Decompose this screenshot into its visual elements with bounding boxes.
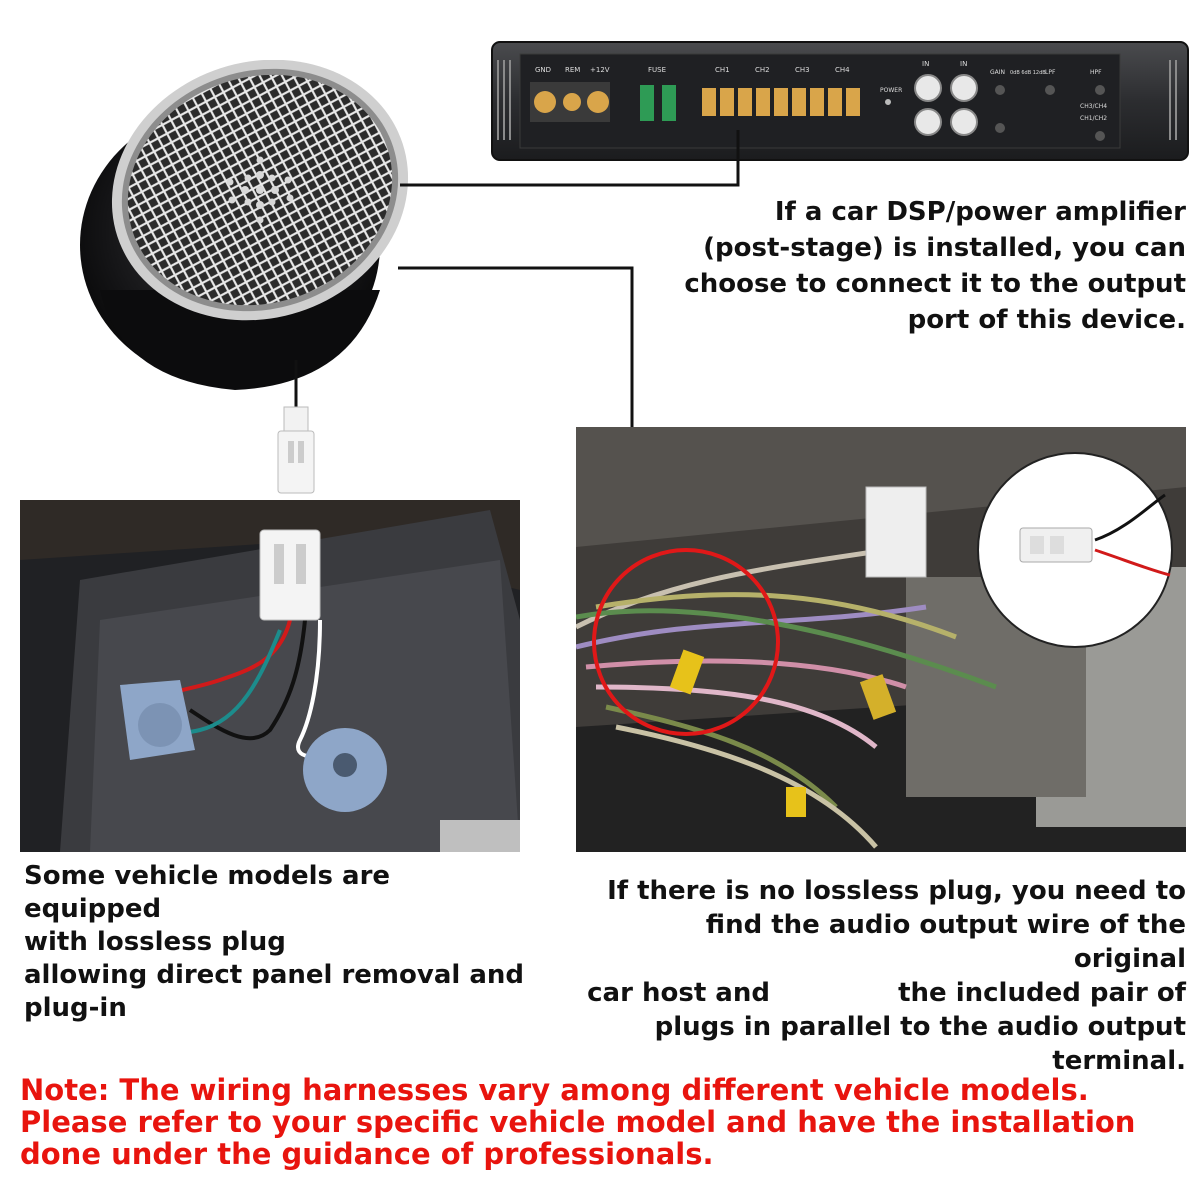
speaker-device-image <box>80 60 409 390</box>
amp-label-hpf: HPF <box>1090 69 1102 76</box>
caption-line: port of this device. <box>907 305 1186 335</box>
caption-line: with lossless plug <box>24 927 286 957</box>
amp-label-fuse: FUSE <box>648 66 666 74</box>
lossless-plug-photo <box>20 500 520 852</box>
amp-label-lpf: LPF <box>1045 69 1056 76</box>
amp-label-power: POWER <box>880 87 902 94</box>
caption-line: allowing direct panel removal and <box>24 960 525 990</box>
caption-line: Some vehicle models are equipped <box>24 861 391 924</box>
amp-label-ch3: CH3 <box>795 66 810 74</box>
amp-label-gnd: GND <box>535 66 551 74</box>
caption-line: terminal. <box>1052 1046 1186 1076</box>
lossless-plug-caption: Some vehicle models are equipped with lo… <box>24 860 524 1025</box>
amplifier-caption: If a car DSP/power amplifier (post-stage… <box>684 194 1186 338</box>
amp-label-12v: +12V <box>590 66 610 74</box>
amp-label-ch4: CH4 <box>835 66 850 74</box>
white-plug-icon <box>277 406 315 494</box>
inset-plug-detail <box>977 452 1173 648</box>
parallel-wiring-caption: If there is no lossless plug, you need t… <box>586 874 1186 1078</box>
caption-fragment: the included pair of <box>898 978 1186 1008</box>
amp-label-in-1: IN <box>922 60 929 68</box>
caption-line: plugs in parallel to the audio output <box>654 1012 1186 1042</box>
caption-line: car host and the included pair of <box>586 976 1186 1010</box>
amp-label-rem: REM <box>565 66 580 74</box>
amplifier-image: GND REM +12V FUSE CH1 CH2 CH3 CH4 POWER … <box>491 41 1189 161</box>
wiring-note: Note: The wiring harnesses vary among di… <box>20 1073 1136 1171</box>
amp-label-ch3ch4: CH3/CH4 <box>1080 103 1107 110</box>
amp-label-ch1ch2: CH1/CH2 <box>1080 115 1107 122</box>
amp-label-db: 0dB 6dB 12dB <box>1010 70 1046 76</box>
amp-label-in-2: IN <box>960 60 967 68</box>
caption-line: If a car DSP/power amplifier <box>774 197 1186 227</box>
caption-line: (post-stage) is installed, you can <box>703 233 1186 263</box>
amp-label-gain: GAIN <box>990 69 1005 76</box>
amp-label-ch1: CH1 <box>715 66 730 74</box>
caption-fragment: car host and <box>587 978 770 1008</box>
caption-line: If there is no lossless plug, you need t… <box>607 876 1186 906</box>
caption-line: plug-in <box>24 993 127 1023</box>
caption-line: choose to connect it to the output <box>684 269 1186 299</box>
caption-line: find the audio output wire of the origin… <box>705 910 1186 974</box>
amp-label-ch2: CH2 <box>755 66 770 74</box>
